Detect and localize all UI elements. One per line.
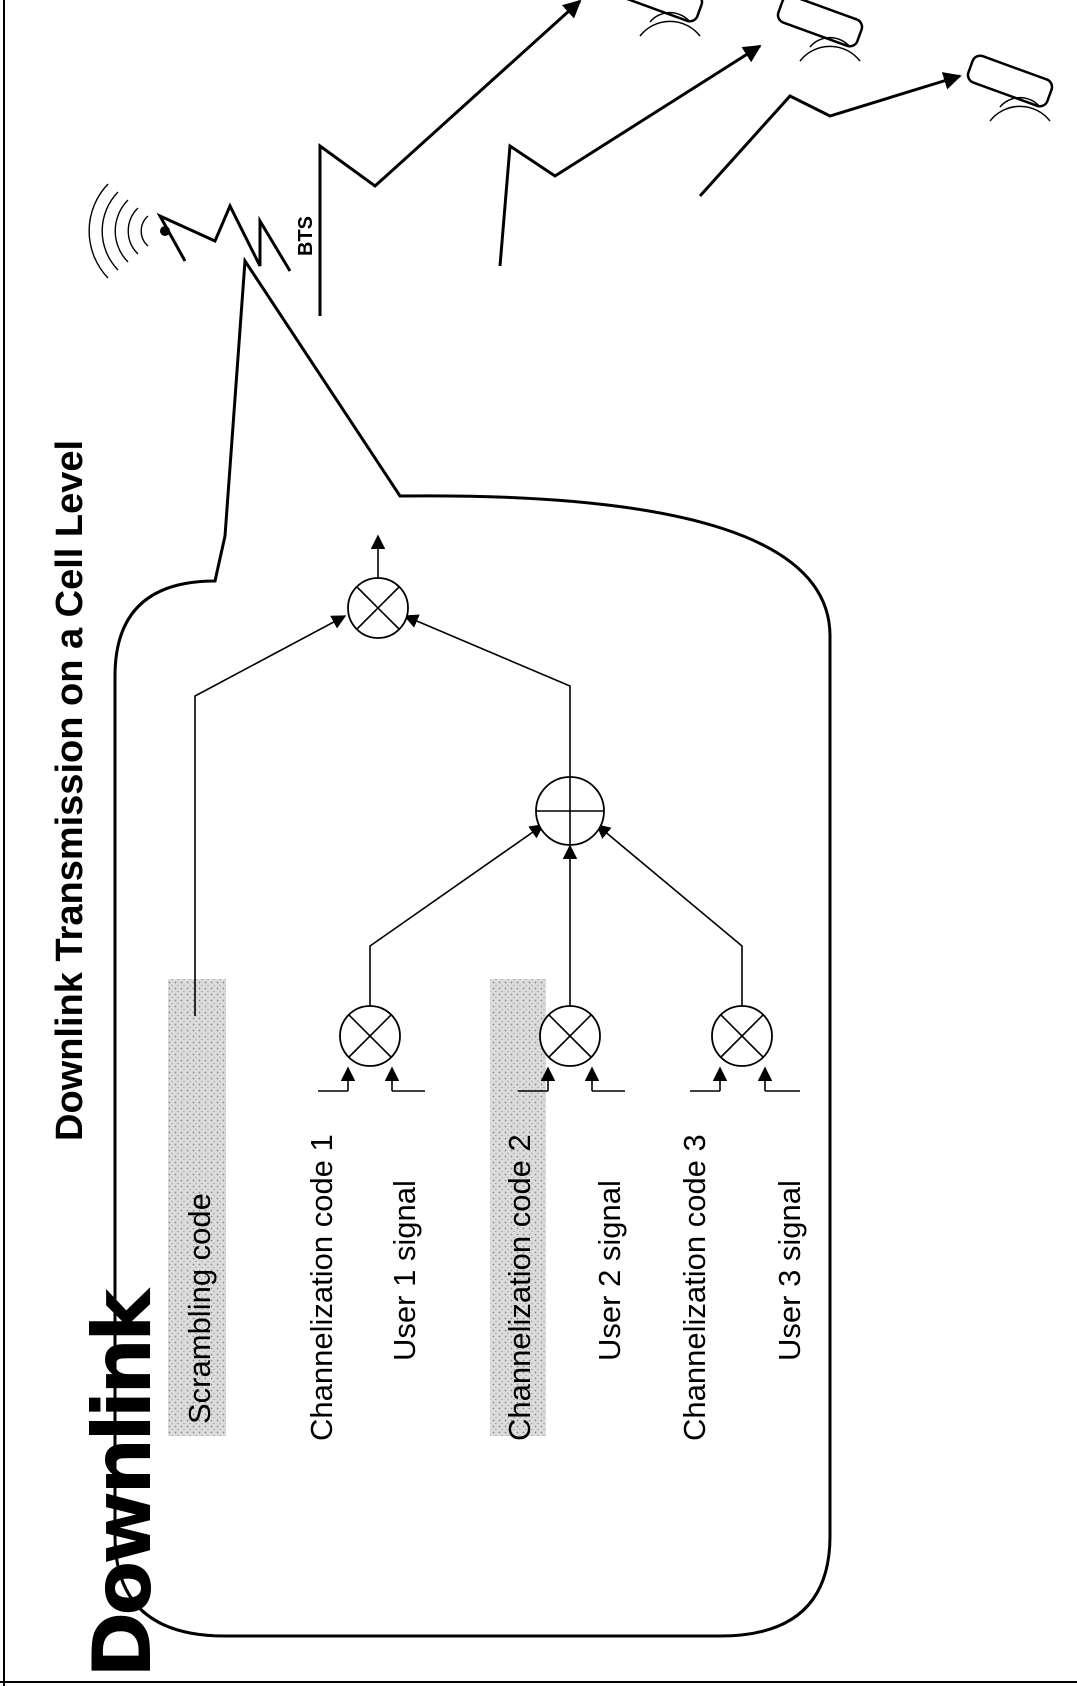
radio-link-3 — [698, 72, 962, 198]
wire-scrambling-to-final — [194, 615, 347, 1016]
channelization-code-3-label: Channelization code 3 — [677, 1134, 712, 1441]
user-1-signal-label: User 1 signal — [387, 1180, 422, 1361]
mobile-phone-icon — [966, 54, 1054, 122]
final-multiplier — [347, 577, 409, 639]
channelization-code-1-label: Channelization code 1 — [304, 1134, 339, 1441]
radio-link-2 — [498, 44, 762, 267]
adder — [535, 776, 605, 846]
mobile-phone-icon — [616, 0, 704, 37]
wire-mult1-to-adder — [369, 824, 545, 1006]
callout-bubble — [113, 256, 832, 1638]
multiplier-3 — [711, 1005, 773, 1067]
scrambling-shade — [168, 979, 226, 1436]
user-3-signal-label: User 3 signal — [772, 1180, 807, 1361]
user-2-signal-label: User 2 signal — [592, 1180, 627, 1361]
channelization-code-2-label: Channelization code 2 — [502, 1134, 537, 1441]
multiplier-1 — [339, 1005, 401, 1067]
rotated-diagram: Downlink Downlink Transmission on a Cell… — [49, 0, 1054, 1678]
wire-mult3-to-adder — [595, 824, 743, 1006]
bts-label: BTS — [295, 216, 317, 256]
downlink-logo: Downlink — [76, 1287, 169, 1678]
radio-link-1 — [318, 0, 582, 316]
mobile-phone-icon — [776, 0, 864, 62]
scrambling-code-label: Scrambling code — [182, 1193, 217, 1424]
wire-adder-to-final — [403, 614, 571, 777]
chan2-shade — [490, 979, 546, 1436]
antenna-tower-icon — [88, 183, 292, 279]
diagram-title: Downlink Transmission on a Cell Level — [49, 440, 91, 1141]
multiplier-2 — [539, 1005, 601, 1067]
